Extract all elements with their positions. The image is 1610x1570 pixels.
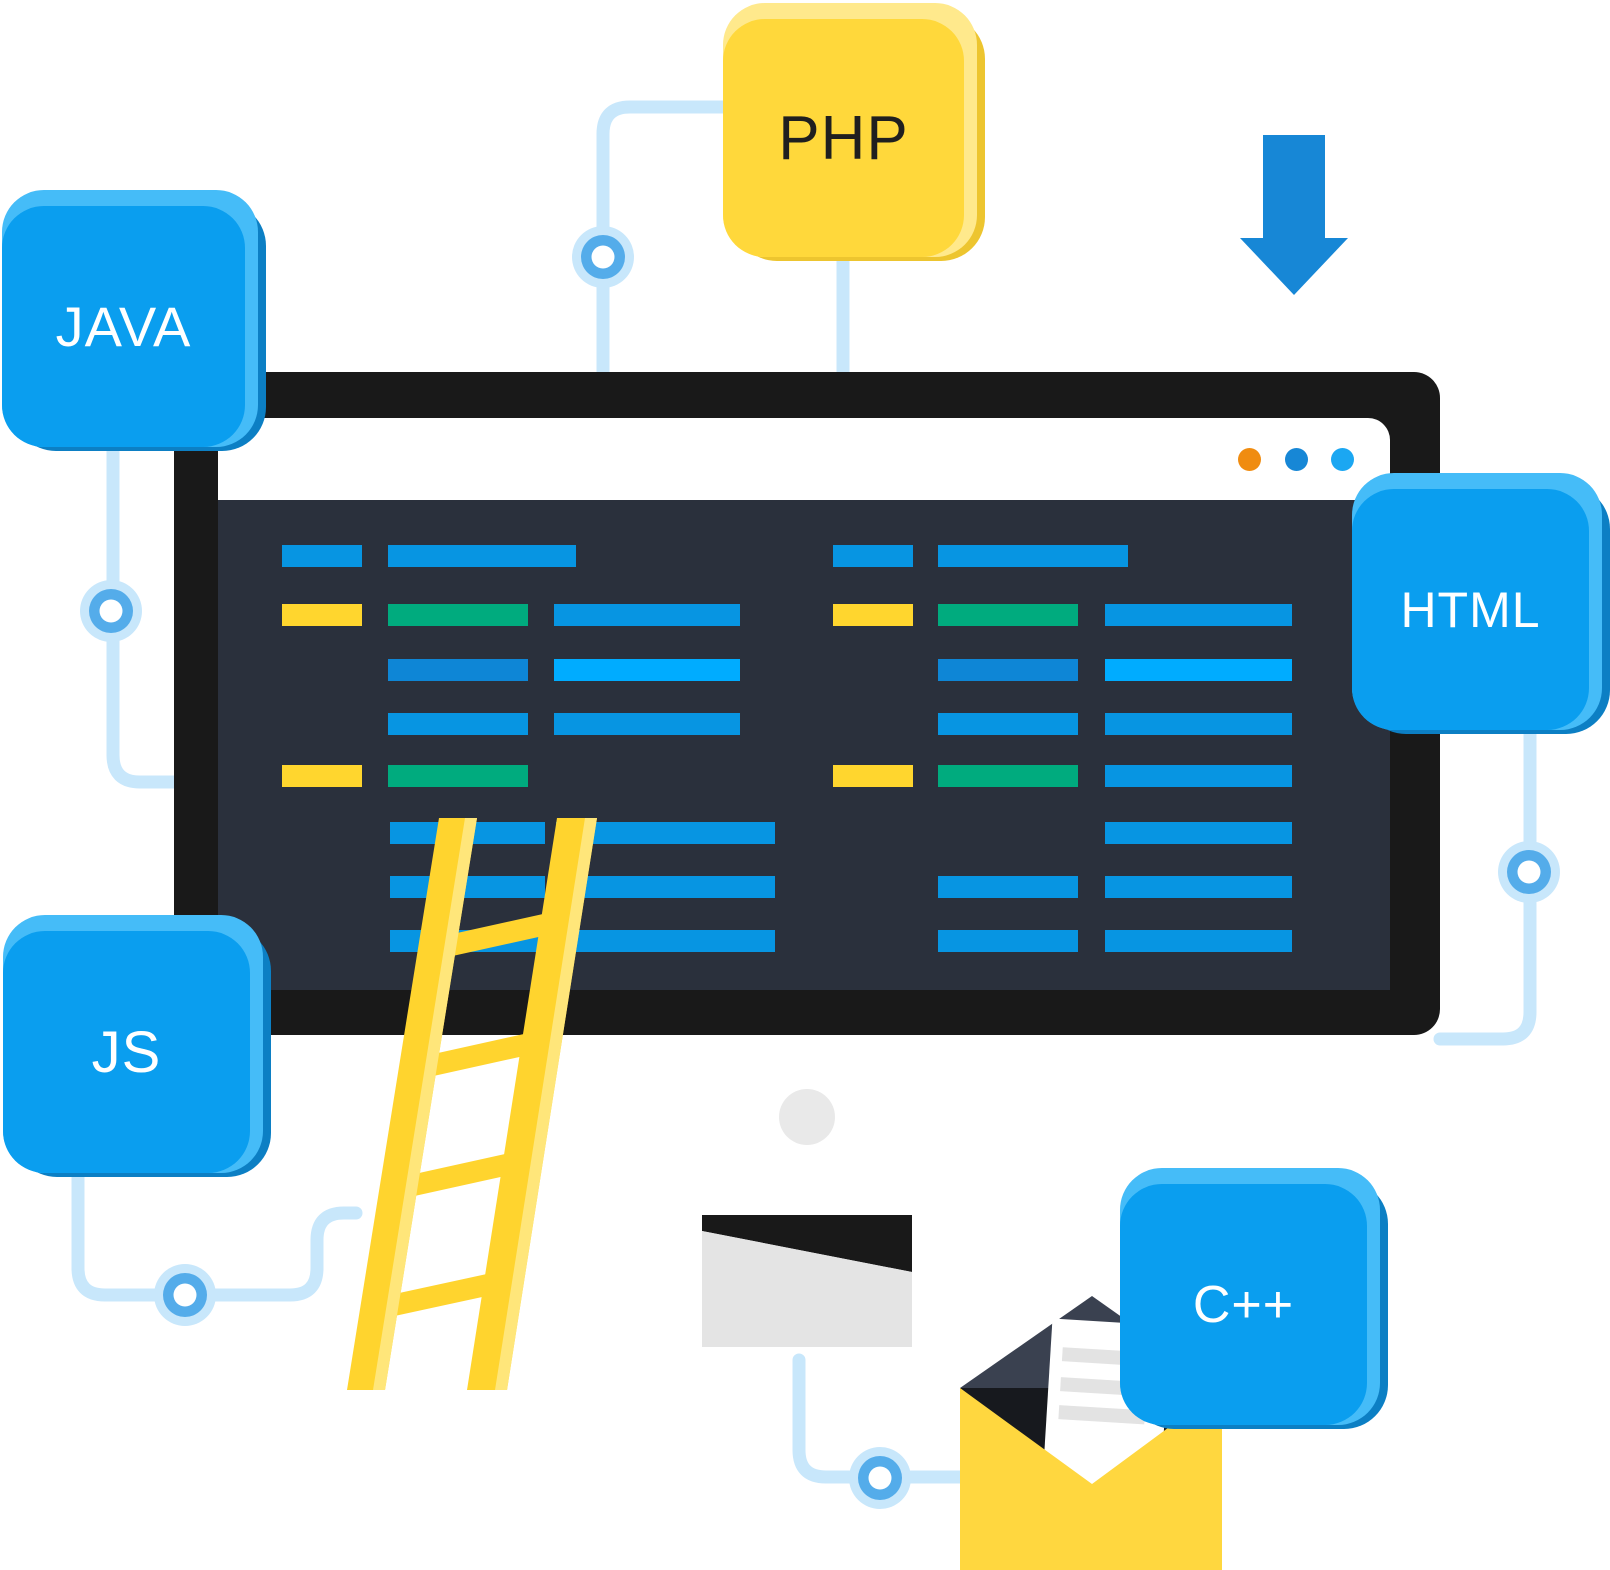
connector-node-icon — [849, 1447, 911, 1509]
code-bar — [1105, 604, 1292, 626]
badge-java-label: JAVA — [55, 295, 192, 358]
php-connector-line-left — [596, 100, 730, 379]
monitor-stand-icon — [779, 1089, 835, 1145]
badge-cpp: C++ — [1120, 1168, 1388, 1429]
code-bar — [556, 876, 775, 898]
java-connector-line — [106, 440, 181, 789]
code-bar — [388, 765, 528, 787]
badge-php-label: PHP — [778, 103, 909, 173]
code-bar — [833, 765, 913, 787]
html-connector-line — [1433, 723, 1537, 1046]
connector-node-icon — [1498, 841, 1560, 903]
code-bar — [282, 604, 362, 626]
code-bar — [1105, 876, 1292, 898]
code-bar — [388, 604, 528, 626]
badge-html-label: HTML — [1400, 581, 1541, 638]
code-bar — [390, 876, 545, 898]
code-bar — [1105, 930, 1292, 952]
code-bar — [556, 930, 775, 952]
badge-js: JS — [3, 915, 271, 1177]
badge-js-label: JS — [91, 1019, 162, 1085]
badge-cpp-label: C++ — [1192, 1275, 1295, 1334]
badge-html: HTML — [1352, 473, 1610, 734]
code-area — [218, 500, 1390, 990]
code-bar — [388, 659, 528, 681]
window-dot-cyan — [1331, 448, 1354, 471]
download-arrow-icon — [1240, 135, 1348, 295]
envelope-front — [960, 1388, 1222, 1570]
browser-window-icon — [174, 372, 1440, 1035]
code-bar — [938, 659, 1078, 681]
code-bar — [938, 876, 1078, 898]
code-bar — [938, 765, 1078, 787]
code-bar — [938, 713, 1078, 735]
code-bar — [833, 545, 913, 567]
code-bar — [554, 713, 740, 735]
code-bar — [390, 822, 545, 844]
code-bar — [1105, 713, 1292, 735]
code-bar — [1105, 659, 1292, 681]
code-bar — [554, 604, 740, 626]
code-bar — [833, 604, 913, 626]
connector-node-icon — [154, 1264, 216, 1326]
badge-java: JAVA — [2, 190, 266, 451]
code-bar — [282, 545, 362, 567]
code-bar — [282, 765, 362, 787]
connector-node-icon — [80, 580, 142, 642]
envelope-connector-line — [792, 1353, 967, 1484]
code-bar — [556, 822, 775, 844]
window-dot-orange — [1238, 448, 1261, 471]
code-bar — [554, 659, 740, 681]
code-bar — [938, 930, 1078, 952]
code-bar — [1105, 822, 1292, 844]
js-connector-line — [71, 1166, 363, 1302]
code-bar — [938, 545, 1128, 567]
browser-title-bar — [218, 418, 1390, 500]
code-bar — [388, 545, 576, 567]
code-bar — [1105, 765, 1292, 787]
code-bar — [388, 713, 528, 735]
badge-php: PHP — [723, 3, 985, 261]
connector-node-icon — [572, 226, 634, 288]
code-bar — [390, 930, 545, 952]
code-bar — [938, 604, 1078, 626]
window-dot-blue — [1285, 448, 1308, 471]
keyboard-icon — [702, 1215, 912, 1347]
